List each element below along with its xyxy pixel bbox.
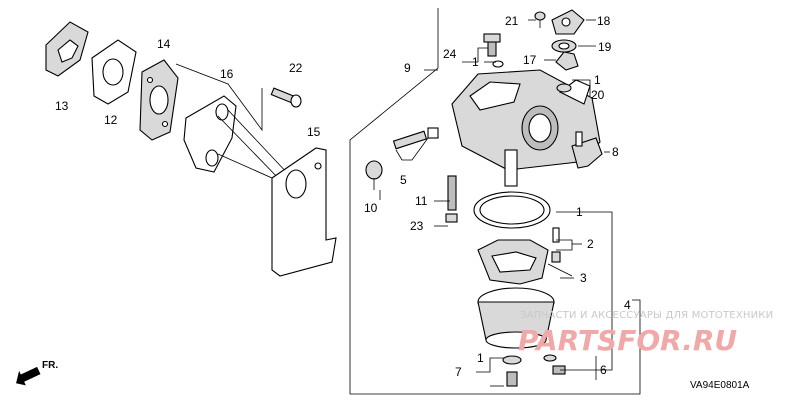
gasket-13 (45, 21, 89, 77)
label-9: 9 (404, 61, 411, 75)
label-1-gasket: 1 (576, 205, 583, 219)
watermark-brand: PARTSFOR.RU (518, 324, 737, 357)
shield-plate-15 (271, 147, 337, 277)
insulator-14 (139, 59, 179, 141)
label-1-top: 1 (472, 55, 479, 69)
float-valve (551, 227, 561, 263)
bolt-22 (270, 87, 302, 108)
main-jet-screw (392, 127, 439, 150)
part-20 (556, 83, 572, 93)
label-11: 11 (415, 194, 428, 208)
cap-17 (555, 51, 579, 71)
label-6: 6 (600, 363, 607, 377)
screw-10 (365, 160, 383, 190)
label-20: 20 (591, 88, 605, 102)
label-18: 18 (597, 14, 611, 28)
label-23: 23 (410, 219, 424, 233)
drain-screw (543, 354, 566, 375)
drain-bolt (502, 355, 522, 387)
label-4: 4 (624, 298, 631, 312)
choke-lever-8 (571, 131, 603, 169)
label-10: 10 (364, 201, 378, 215)
front-arrow-icon: FR. (16, 360, 58, 386)
label-1-right: 1 (594, 73, 601, 87)
float-pin (547, 263, 573, 277)
float (477, 239, 549, 285)
label-12: 12 (104, 113, 118, 127)
float-bowl (477, 287, 555, 349)
label-24: 24 (443, 47, 457, 61)
label-21: 21 (505, 14, 519, 28)
label-3: 3 (580, 271, 587, 285)
washer-19 (551, 39, 577, 53)
label-16: 16 (220, 67, 234, 81)
front-label: FR. (42, 360, 58, 371)
label-19: 19 (598, 40, 612, 54)
label-13: 13 (55, 99, 69, 113)
label-15: 15 (307, 125, 321, 139)
gasket-12 (91, 39, 137, 105)
bracket-16 (183, 95, 291, 187)
pilot-screw (445, 175, 458, 223)
label-7: 7 (455, 365, 462, 379)
float-chamber-gasket (473, 191, 551, 229)
carburetor-body (451, 69, 601, 187)
label-2: 2 (587, 237, 594, 251)
diagram-code: VA94E0801A (690, 380, 750, 391)
label-17: 17 (523, 53, 537, 67)
label-1-bottom: 1 (477, 351, 484, 365)
screw-21 (534, 11, 546, 28)
label-22: 22 (289, 61, 303, 75)
label-8: 8 (612, 145, 619, 159)
top-cover-18 (551, 9, 585, 35)
label-14: 14 (157, 37, 171, 51)
label-5: 5 (400, 173, 407, 187)
watermark-caption: ЗАПЧАСТИ И АКСЕССУАРЫ ДЛЯ МОТОТЕХНИКИ (520, 310, 773, 321)
bolt-24 (483, 33, 504, 68)
